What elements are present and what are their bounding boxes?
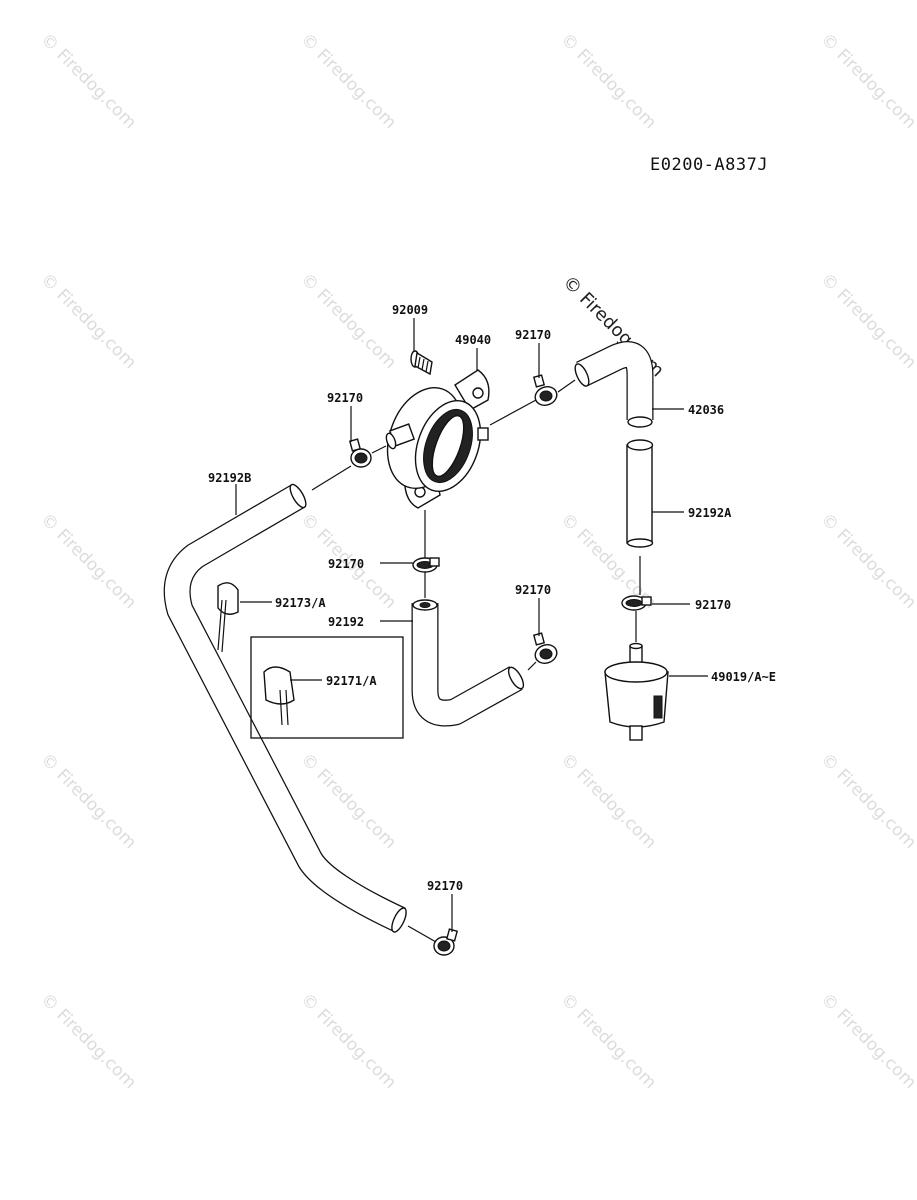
- label-pump: 49040: [455, 333, 491, 347]
- watermark: © Firedog.com: [816, 29, 917, 133]
- detail-box: [250, 636, 404, 739]
- label-clamp-pump-inlet: 92170: [327, 391, 363, 405]
- watermark: © Firedog.com: [36, 749, 140, 853]
- bolt-92009: [410, 350, 433, 376]
- label-clip-boxed: 92171/A: [326, 674, 377, 688]
- label-long-hose: 92192B: [208, 471, 251, 485]
- watermark: © Firedog.com: [36, 29, 140, 133]
- watermark: © Firedog.com: [816, 509, 917, 613]
- part-labels: 92009 49040 92170 92170 42036 92192B 921…: [208, 303, 776, 893]
- fuel-pump-49040: [385, 369, 490, 509]
- elbow-hose-42036: [574, 341, 654, 428]
- label-elbow-hose: 42036: [688, 403, 724, 417]
- leader-lines: [235, 318, 708, 932]
- clamp-pump-outlet: [532, 374, 558, 406]
- clamp-mid-right: [532, 632, 558, 664]
- long-hose-92192b: [163, 483, 407, 933]
- label-hose-l: 92192: [328, 615, 364, 629]
- watermark: © Firedog.com: [556, 29, 660, 133]
- clip-92171a: [263, 666, 295, 726]
- clip-92173a: [217, 582, 239, 653]
- watermark: © Firedog.com: [36, 269, 140, 373]
- label-clamp-filter-top: 92170: [695, 598, 731, 612]
- diagram-code: E0200-A837J: [650, 155, 768, 175]
- watermark: © Firedog.com: [816, 269, 917, 373]
- clamp-bottom: [433, 928, 459, 956]
- label-bolt: 92009: [392, 303, 428, 317]
- watermark: © Firedog.com: [816, 989, 917, 1093]
- label-clamp-pump-outlet: 92170: [515, 328, 551, 342]
- l-hose-92192: [411, 599, 525, 727]
- straight-hose-92192a: [626, 439, 654, 548]
- label-clamp-bottom: 92170: [427, 879, 463, 893]
- watermark: © Firedog.com: [556, 749, 660, 853]
- label-clip-upper: 92173/A: [275, 596, 326, 610]
- watermark-grid: © Firedog.com © Firedog.com © Firedog.co…: [36, 29, 917, 1093]
- fuel-filter-49019: [604, 642, 669, 741]
- clamp-filter-top: [621, 595, 652, 611]
- watermark: © Firedog.com: [36, 509, 140, 613]
- watermark: © Firedog.com: [296, 989, 400, 1093]
- watermark: © Firedog.com: [556, 989, 660, 1093]
- watermark: © Firedog.com: [816, 749, 917, 853]
- connector-lines: [311, 379, 641, 943]
- watermark: © Firedog.com: [296, 29, 400, 133]
- label-clamp-mid-right: 92170: [515, 583, 551, 597]
- label-clamp-pump-bottom: 92170: [328, 557, 364, 571]
- clamp-pump-bottom: [412, 557, 440, 573]
- label-hose-straight: 92192A: [688, 506, 732, 520]
- watermark: © Firedog.com: [296, 269, 400, 373]
- clamp-pump-inlet: [348, 438, 372, 468]
- label-filter: 49019/A~E: [711, 670, 776, 684]
- watermark: © Firedog.com: [36, 989, 140, 1093]
